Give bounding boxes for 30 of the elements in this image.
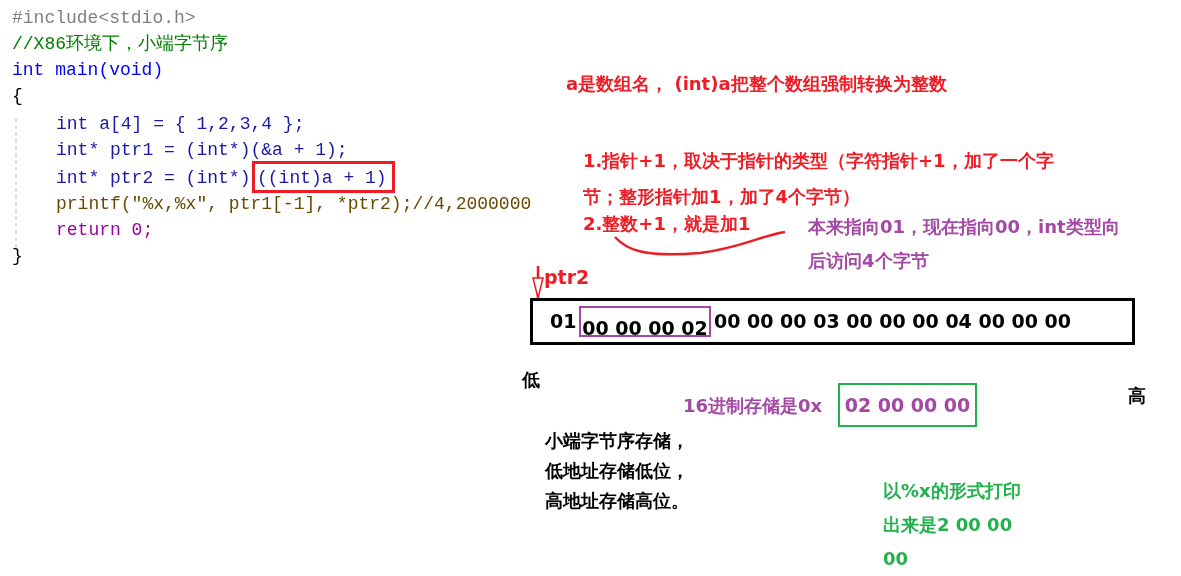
byte-text: 00 00 00 03 00 00 00 04 00 00 00: [714, 310, 1071, 332]
note-text: 高: [1128, 384, 1146, 408]
code-line: }: [12, 245, 23, 268]
byte-text: 01: [550, 310, 577, 332]
code-line: printf("%x,%x", ptr1[-1], *ptr2);//4,2000000: [56, 193, 532, 216]
code-line: return 0;: [56, 219, 154, 242]
note-text: 小端字节序存储，低地址存储低位，高地址存储高位。: [545, 429, 690, 513]
note-text: 本来指向01，现在指向00，int类型向后访问4个字节: [808, 215, 1121, 273]
pointer-arrow: [532, 266, 544, 299]
memory-bar: [530, 298, 1135, 345]
code-line: int main(void): [12, 59, 164, 82]
code-text: ((int)a + 1): [257, 167, 387, 190]
code-line: int* ptr1 = (int*)(&a + 1);: [56, 139, 348, 162]
note-text: 低: [522, 368, 540, 392]
code-line: int a[4] = { 1,2,3,4 };: [56, 113, 305, 136]
code-line: {: [12, 85, 23, 108]
byte-text: 00 00 00 02: [581, 317, 709, 339]
note-text: 1.指针+1，取决于指针的类型（字符指针+1，加了一个字节；整形指针加1，加了4个字节）: [583, 149, 1055, 209]
byte-text: 02 00 00 00: [843, 394, 972, 416]
code-line: //X86环境下，小端字节序: [12, 33, 228, 56]
highlight-box: [838, 383, 977, 427]
code-line: int* ptr2 = (int*): [56, 167, 251, 190]
code-line: #include<stdio.h>: [12, 7, 196, 30]
note-text: 16进制存储是0x: [683, 394, 823, 418]
note-text: 2.整数+1，就是加1: [583, 212, 751, 236]
highlight-box: [252, 161, 395, 193]
highlight-box: [579, 306, 711, 337]
note-text: 以%x的形式打印出来是2 00 00 00: [883, 479, 1022, 571]
pointer-name: ptr2: [544, 266, 590, 288]
note-text: a是数组名， (int)a把整个数组强制转换为整数: [566, 72, 947, 96]
